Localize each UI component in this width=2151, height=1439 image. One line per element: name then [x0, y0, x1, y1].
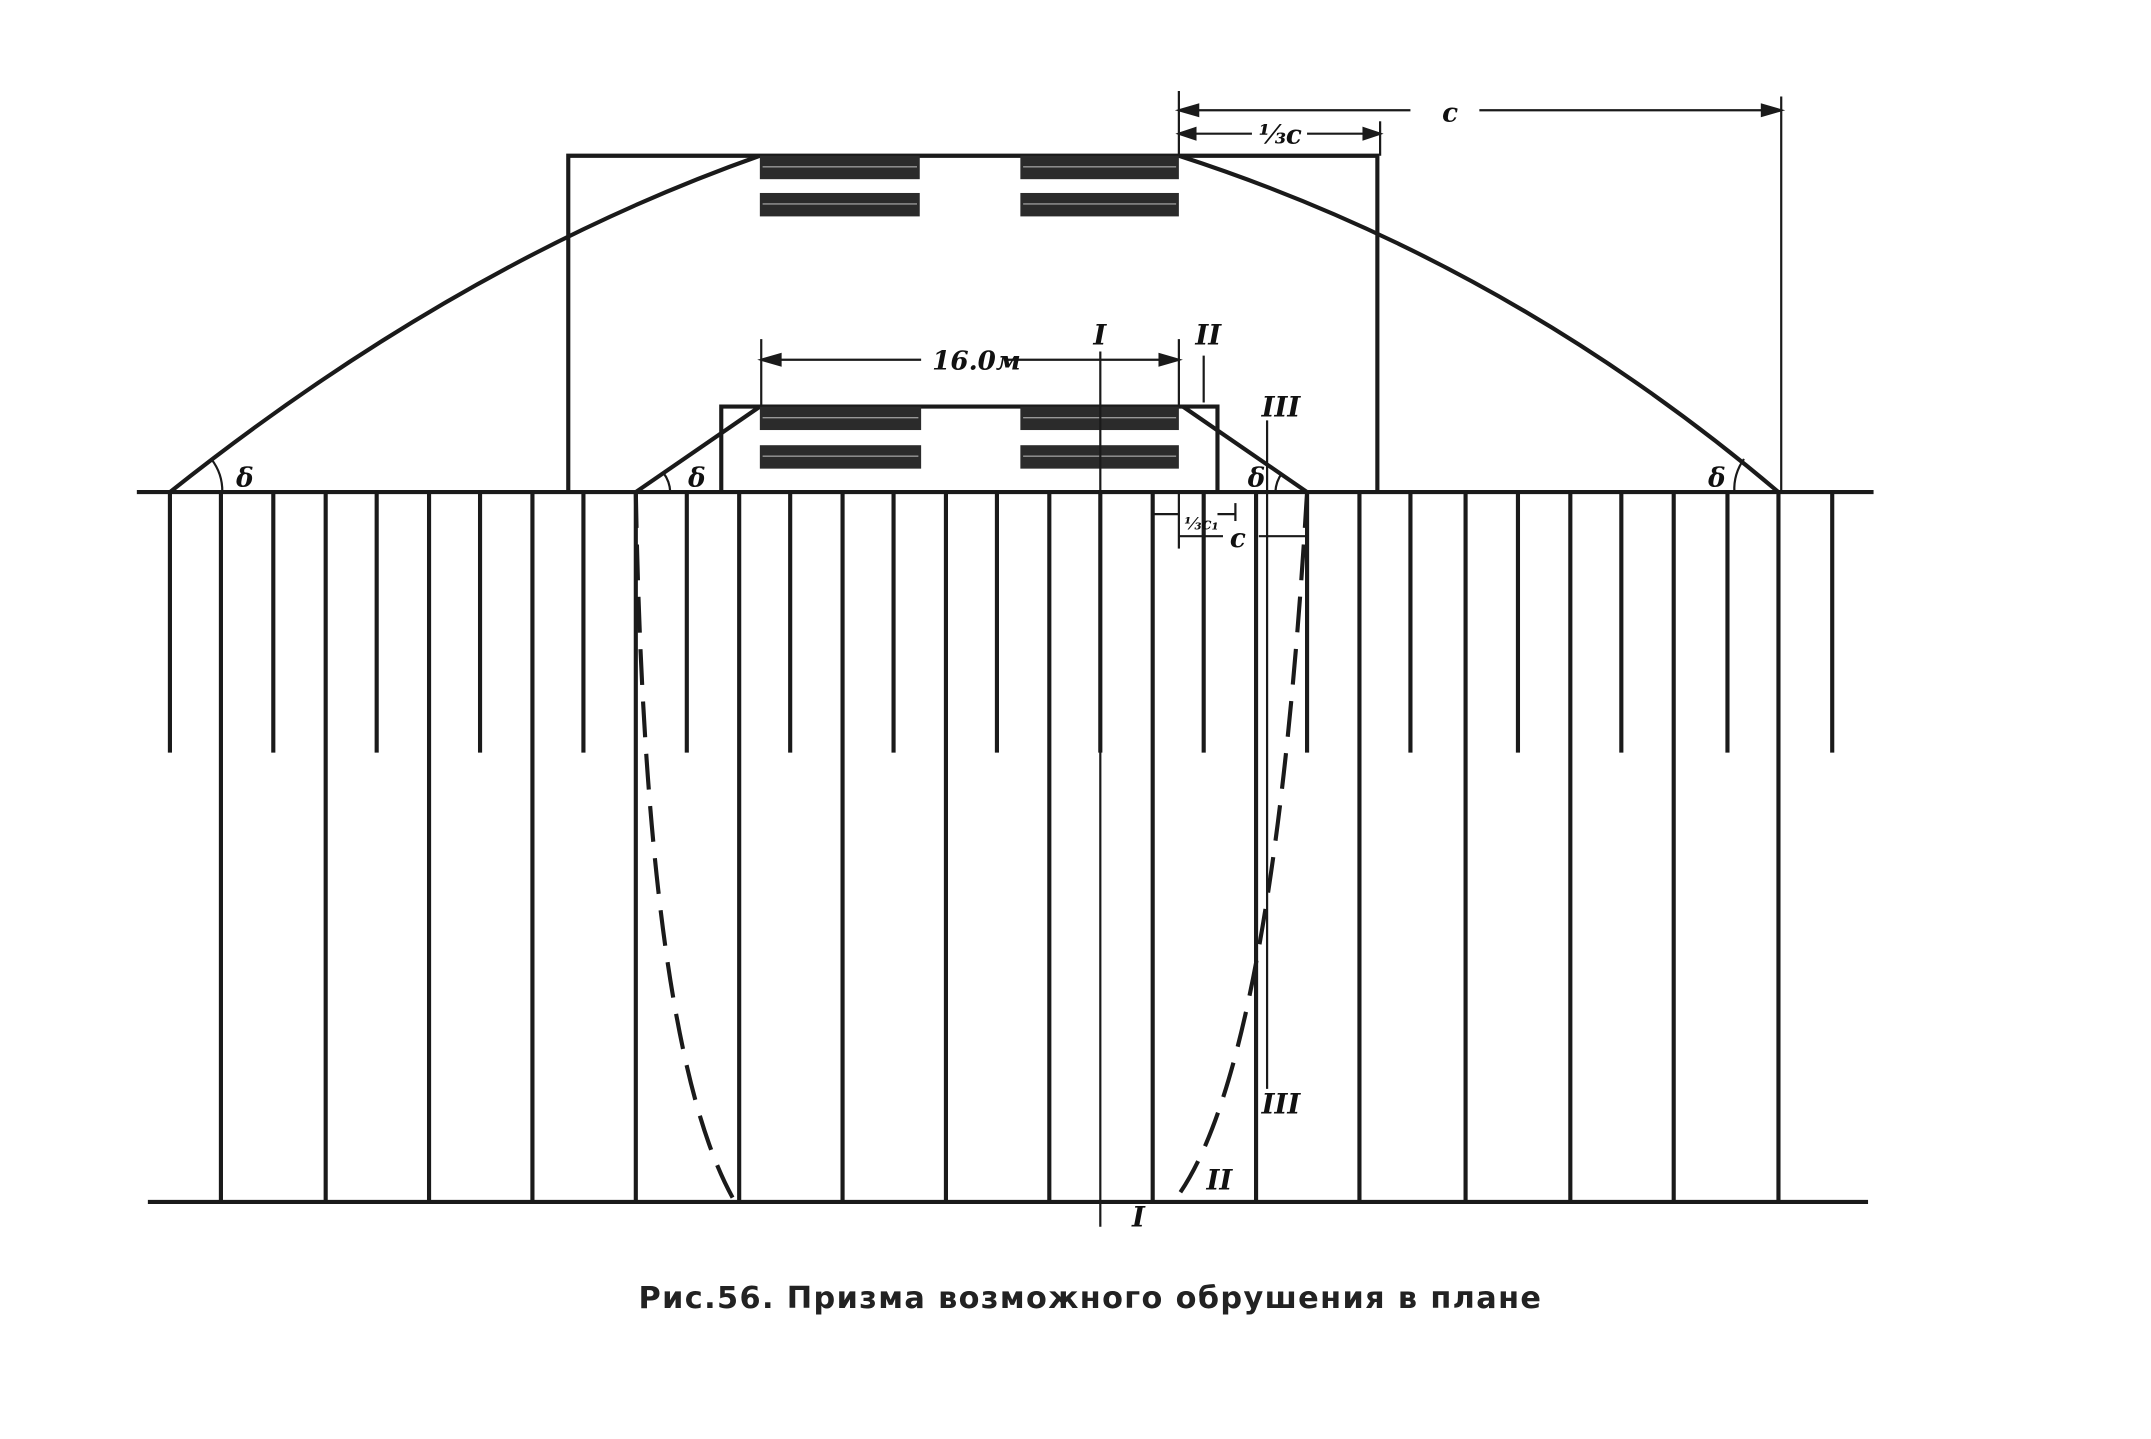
- lower-track-blocks: [759, 406, 1179, 469]
- outer-prism-curve-left: [168, 153, 761, 494]
- dimension-c-small: [1178, 509, 1309, 545]
- label-section-II-bottom: II: [1205, 1165, 1233, 1197]
- upper-track-blocks: [759, 155, 1179, 217]
- label-16m: 16.0м: [932, 345, 1021, 376]
- dimension-third-c1: [1154, 492, 1237, 549]
- short-vertical-lines: [167, 492, 1835, 753]
- angle-arc-left-inner: [662, 472, 672, 493]
- dimension-16m: [757, 339, 1183, 407]
- label-c-top: c: [1442, 97, 1458, 128]
- label-section-II-top: II: [1194, 320, 1222, 352]
- label-section-I-bottom: I: [1131, 1202, 1146, 1234]
- figure-caption: Рис.56. Призма возможного обрушения в пл…: [639, 1281, 1543, 1316]
- label-section-III-top: III: [1261, 391, 1302, 423]
- outer-prism-curve-right: [1178, 153, 1780, 494]
- slip-curve-right: [1171, 491, 1310, 1204]
- inner-load-rectangle: [719, 404, 1220, 493]
- inner-prism-left: [634, 404, 762, 494]
- angle-arc-right-inner: [1274, 472, 1284, 493]
- label-c-small: c: [1230, 523, 1246, 554]
- outer-load-rectangle: [566, 153, 1380, 493]
- label-section-I-top: I: [1092, 320, 1107, 352]
- label-third-c-top: ⅓c: [1259, 119, 1302, 150]
- label-angle-right-inner: δ: [1247, 463, 1265, 494]
- long-vertical-lines: [218, 492, 1781, 1202]
- slip-curve-left: [633, 492, 737, 1203]
- dimension-third-c-top: [1175, 121, 1384, 156]
- inner-prism-right: [1181, 404, 1309, 494]
- dimension-c-top: [1174, 90, 1786, 493]
- label-section-III-bottom: III: [1261, 1089, 1302, 1121]
- angle-arc-left-outer: [210, 458, 224, 493]
- label-angle-right-outer: δ: [1707, 463, 1725, 494]
- angle-arc-right-outer: [1733, 458, 1745, 493]
- label-third-c1: ⅓c₁: [1184, 513, 1218, 533]
- label-angle-left-inner: δ: [687, 463, 705, 494]
- label-angle-left-outer: δ: [235, 463, 253, 494]
